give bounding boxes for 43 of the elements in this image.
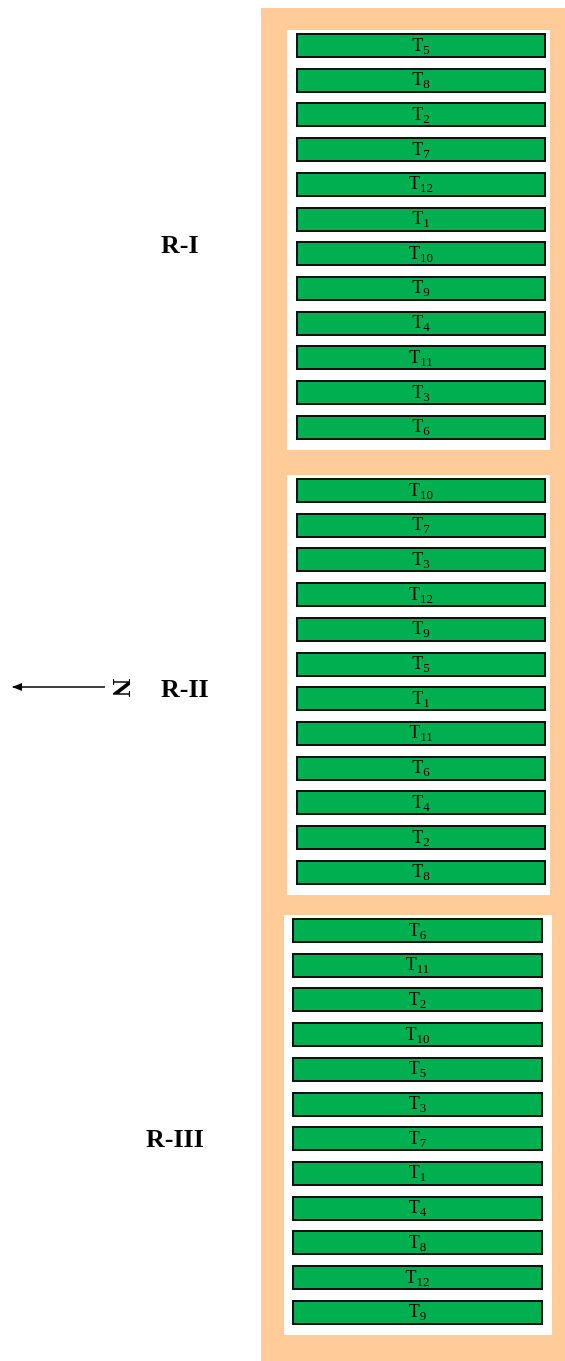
plot-strip: T$_{9}$ <box>292 1299 543 1325</box>
plot-strip: T$_{8}$ <box>292 1230 543 1256</box>
replicate-label: R-III <box>146 1126 204 1152</box>
plot-strip: T$_{8}$ <box>296 859 546 885</box>
plot-strip: T$_{6}$ <box>292 918 543 943</box>
replicate-block <box>284 915 552 1335</box>
plot-strip: T$_{10}$ <box>296 241 546 267</box>
plot-strip: T$_{9}$ <box>296 616 546 642</box>
plot-strip: T$_{1}$ <box>296 686 546 712</box>
plot-strip: T$_{10}$ <box>296 478 546 503</box>
plot-strip: T$_{12}$ <box>296 171 546 197</box>
plot-strip: T$_{5}$ <box>296 33 546 58</box>
plot-strip: T$_{10}$ <box>292 1022 543 1048</box>
plot-strip: T$_{12}$ <box>296 582 546 608</box>
plot-strip: T$_{1}$ <box>292 1160 543 1186</box>
plot-strip: T$_{5}$ <box>292 1056 543 1082</box>
replicate-block <box>287 30 550 450</box>
plot-strip: T$_{11}$ <box>296 720 546 746</box>
plot-strip: T$_{3}$ <box>296 547 546 573</box>
replicate-label: R-I <box>161 232 199 258</box>
north-label: N <box>108 678 135 698</box>
replicate-label: R-II <box>161 676 209 702</box>
plot-strip: T$_{6}$ <box>296 414 546 440</box>
plot-strip: T$_{11}$ <box>292 952 543 978</box>
plot-strip: T$_{9}$ <box>296 275 546 301</box>
plot-strip: T$_{4}$ <box>296 310 546 336</box>
plot-strip: T$_{3}$ <box>292 1091 543 1117</box>
plot-strip: T$_{2}$ <box>292 987 543 1013</box>
replicate-block <box>287 475 550 895</box>
plot-strip: T$_{4}$ <box>296 790 546 816</box>
plot-strip: T$_{11}$ <box>296 345 546 371</box>
plot-strip: T$_{1}$ <box>296 206 546 232</box>
plot-strip: T$_{3}$ <box>296 380 546 405</box>
plot-strip: T$_{7}$ <box>296 512 546 538</box>
plot-strip: T$_{8}$ <box>296 67 546 93</box>
plot-strip: T$_{7}$ <box>292 1126 543 1152</box>
plot-strip: T$_{2}$ <box>296 102 546 128</box>
plot-strip: T$_{6}$ <box>296 755 546 781</box>
plot-strip: T$_{4}$ <box>292 1195 543 1221</box>
plot-strip: T$_{5}$ <box>296 651 546 677</box>
plot-strip: T$_{12}$ <box>292 1265 543 1290</box>
plot-strip: T$_{2}$ <box>296 825 546 850</box>
plot-strip: T$_{7}$ <box>296 137 546 163</box>
